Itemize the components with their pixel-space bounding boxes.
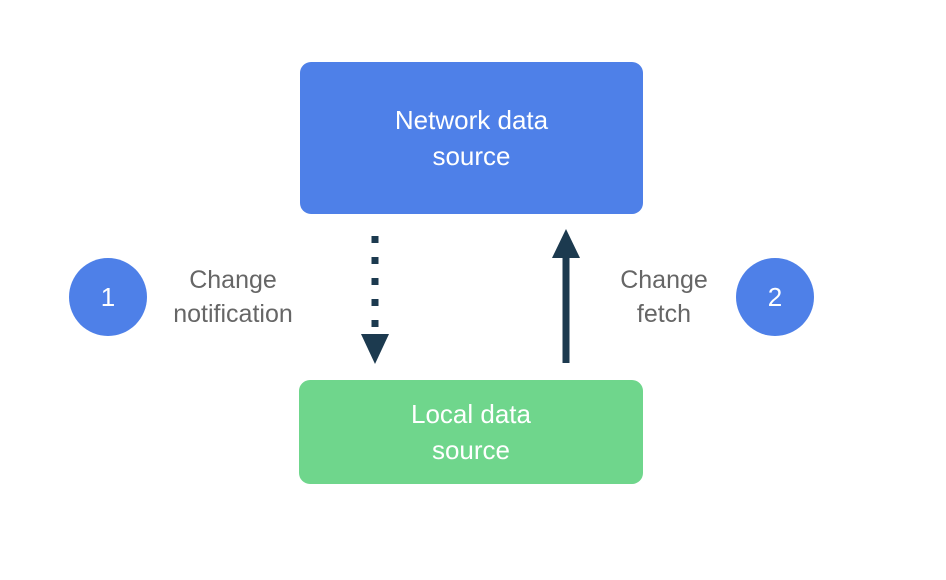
- network-data-source-node: Network data source: [300, 62, 643, 214]
- step-2-badge: 2: [736, 258, 814, 336]
- down-arrowhead: [361, 334, 389, 364]
- change-fetch-arrow-icon: [552, 229, 580, 363]
- up-arrowhead: [552, 229, 580, 258]
- change-notification-label: Change notification: [173, 266, 293, 328]
- local-data-source-node: Local data source: [299, 380, 643, 484]
- change-notification-arrow-icon: [361, 236, 389, 364]
- change-fetch-label: Change fetch: [620, 266, 708, 328]
- step-1-badge: 1: [69, 258, 147, 336]
